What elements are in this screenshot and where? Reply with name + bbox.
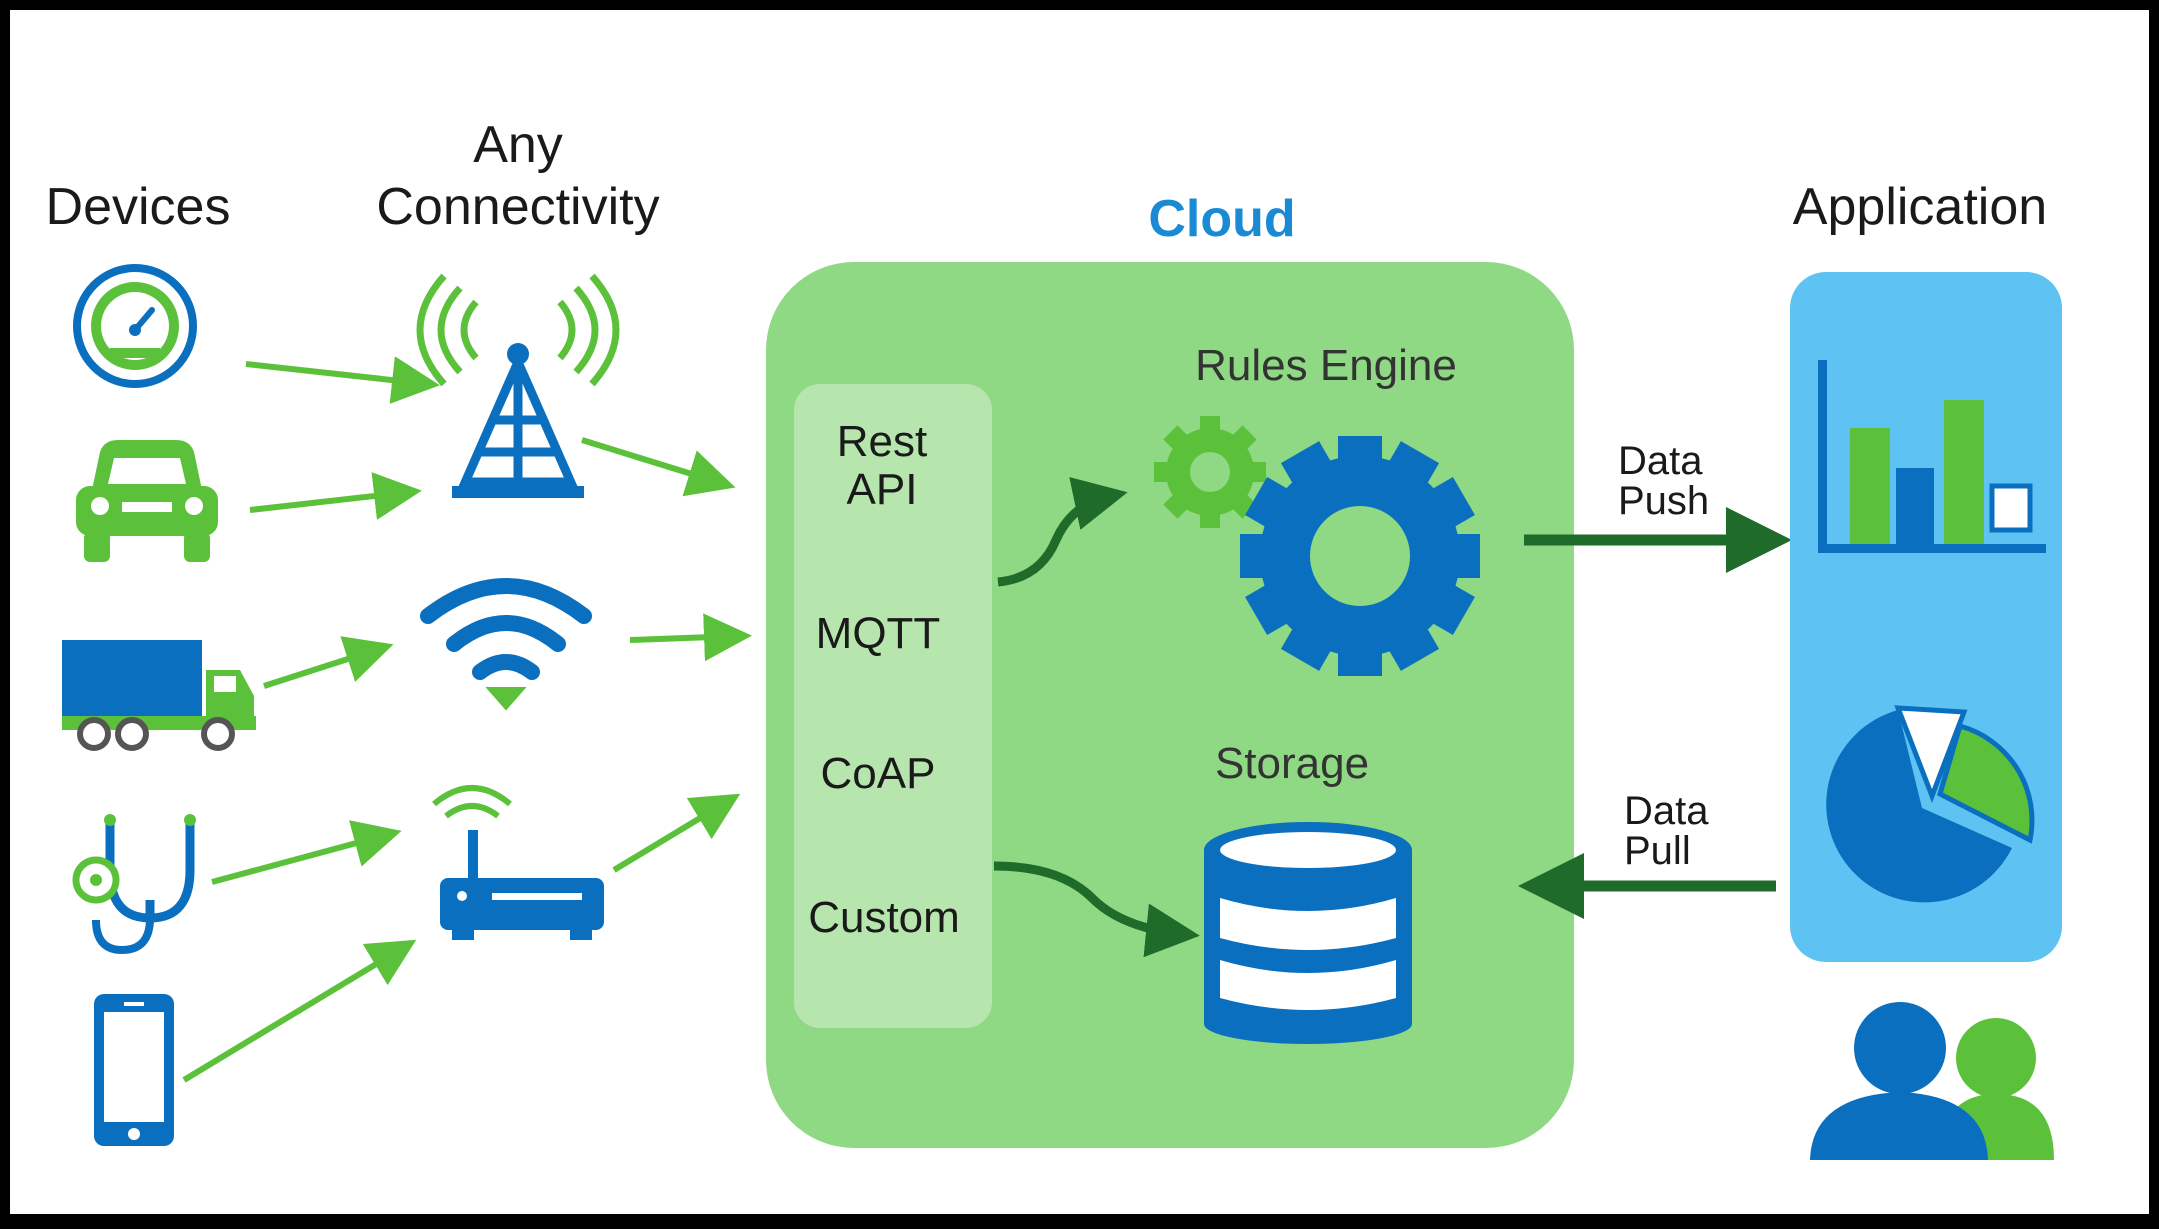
data-push-line2: Push bbox=[1618, 479, 1709, 523]
devices-heading: Devices bbox=[46, 178, 231, 236]
cloud-heading: Cloud bbox=[1148, 190, 1295, 248]
smartphone-icon bbox=[94, 994, 174, 1146]
protocol-coap: CoAP bbox=[821, 749, 936, 798]
cell-tower-icon bbox=[416, 273, 620, 498]
to-storage-arrow bbox=[993, 861, 1200, 958]
rules-engine-label: Rules Engine bbox=[1195, 341, 1457, 390]
protocol-rest-line2: API bbox=[847, 465, 918, 514]
device-links bbox=[182, 356, 440, 1083]
wifi-icon bbox=[420, 578, 592, 711]
protocol-panel bbox=[794, 384, 992, 1028]
to-rules-engine-arrow bbox=[997, 477, 1128, 587]
data-push-line1: Data bbox=[1618, 439, 1703, 483]
application-heading: Application bbox=[1793, 178, 2047, 236]
gears-icon bbox=[1154, 416, 1480, 676]
car-icon bbox=[76, 440, 218, 562]
connectivity-links bbox=[581, 437, 752, 873]
data-pull-line2: Pull bbox=[1624, 829, 1691, 873]
protocol-custom: Custom bbox=[808, 893, 960, 942]
router-icon bbox=[432, 785, 604, 940]
pie-chart-icon bbox=[1826, 705, 2035, 903]
storage-label: Storage bbox=[1215, 739, 1369, 788]
connectivity-heading-line1: Any bbox=[473, 116, 563, 174]
protocol-rest-line1: Rest bbox=[837, 417, 927, 466]
connectivity-heading-line2: Connectivity bbox=[376, 178, 659, 236]
protocol-mqtt: MQTT bbox=[816, 609, 941, 658]
users-icon bbox=[1810, 1002, 2054, 1160]
gauge-icon bbox=[73, 264, 197, 388]
database-icon bbox=[1204, 822, 1412, 1044]
data-pull-line1: Data bbox=[1624, 789, 1709, 833]
truck-icon bbox=[62, 640, 256, 751]
stethoscope-icon bbox=[72, 814, 196, 955]
bar-chart-icon bbox=[1818, 360, 2046, 553]
